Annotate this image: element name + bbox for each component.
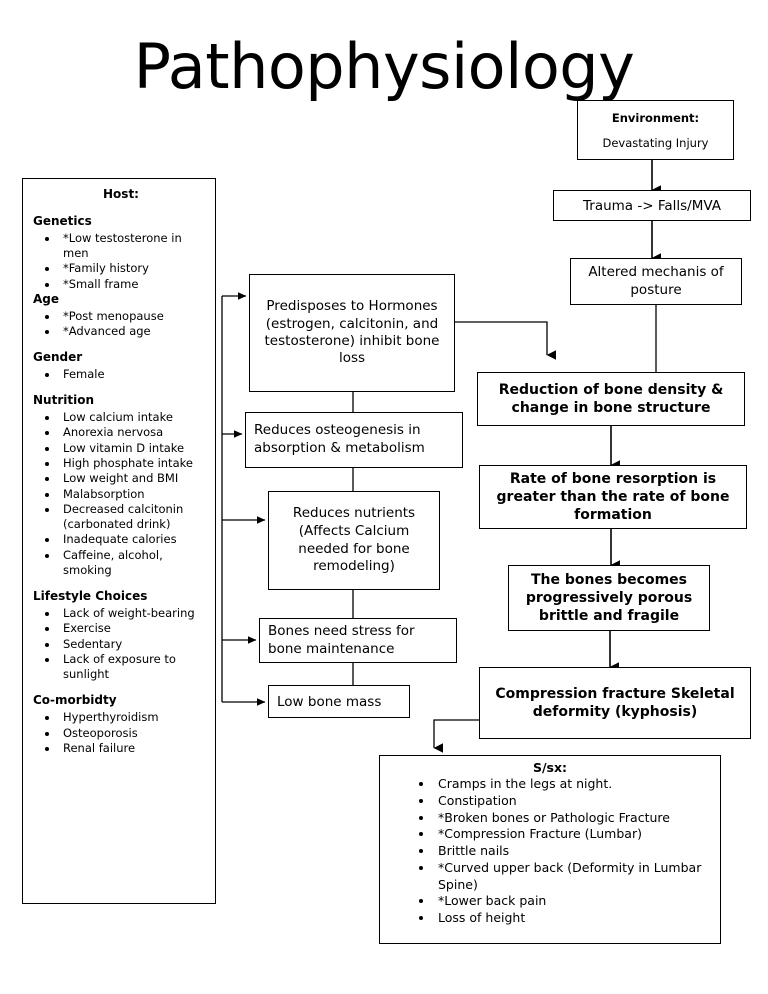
host-group-list: HyperthyroidismOsteoporosisRenal failure [33, 710, 209, 756]
signs-symptoms-title: S/sx: [532, 760, 568, 775]
list-item: Low vitamin D intake [59, 441, 209, 456]
predisposes-hormones-box: Predisposes to Hormones (estrogen, calci… [249, 274, 455, 392]
elbow-compression-ssx [433, 719, 479, 753]
list-item: Brittle nails [434, 843, 714, 860]
list-item: High phosphate intake [59, 456, 209, 471]
host-group-heading: Lifestyle Choices [33, 589, 148, 604]
bones-need-stress-text: Bones need stress for bone maintenance [268, 622, 415, 657]
list-item: Osteoporosis [59, 726, 209, 741]
host-group-heading: Co-morbidty [33, 693, 117, 708]
altered-posture-text: Altered mechanis of posture [588, 263, 724, 298]
low-bone-mass-text: Low bone mass [277, 693, 382, 710]
list-item: Anorexia nervosa [59, 425, 209, 440]
host-group-list: *Post menopause*Advanced age [33, 309, 209, 340]
list-item: Lack of weight-bearing [59, 606, 209, 621]
host-group-list: *Low testosterone in men*Family history*… [33, 231, 209, 292]
list-item: Caffeine, alcohol, smoking [59, 548, 209, 579]
host-group-list: Female [33, 367, 209, 382]
signs-symptoms-box: S/sx: Cramps in the legs at night.Consti… [379, 755, 721, 944]
reduces-osteogenesis-text: Reduces osteogenesis in absorption & met… [254, 422, 425, 456]
list-item: Renal failure [59, 741, 209, 756]
host-title: Host: [103, 187, 139, 201]
reduces-osteogenesis-box: Reduces osteogenesis in absorption & met… [245, 412, 463, 468]
list-item: Cramps in the legs at night. [434, 776, 714, 793]
host-group-heading: Age [33, 291, 60, 306]
list-item: Decreased calcitonin (carbonated drink) [59, 502, 209, 533]
list-item: *Compression Fracture (Lumbar) [434, 826, 714, 843]
host-groups: Genetics *Low testosterone in men*Family … [33, 214, 209, 756]
reduces-nutrients-text: Reduces nutrients (Affects Calcium neede… [292, 505, 416, 575]
environment-subtitle: Devastating Injury [602, 135, 709, 150]
reduces-nutrients-box: Reduces nutrients (Affects Calcium neede… [268, 491, 440, 590]
bone-density-reduction-box: Reduction of bone density & change in bo… [477, 372, 745, 426]
list-item: Sedentary [59, 637, 209, 652]
list-item: Inadequate calories [59, 532, 209, 547]
brittle-bones-text: The bones becomes progressively porous b… [525, 571, 693, 625]
list-item: *Low testosterone in men [59, 231, 209, 262]
list-item: *Post menopause [59, 309, 209, 324]
list-item: Constipation [434, 793, 714, 810]
list-item: Low calcium intake [59, 410, 209, 425]
host-group-list: Lack of weight-bearingExerciseSedentaryL… [33, 606, 209, 682]
list-item: Hyperthyroidism [59, 710, 209, 725]
resorption-rate-box: Rate of bone resorption is greater than … [479, 465, 747, 529]
host-box: Host: Genetics *Low testosterone in men*F… [22, 178, 216, 904]
altered-posture-box: Altered mechanis of posture [570, 258, 742, 305]
page-title: Pathophysiology [133, 30, 635, 103]
host-group-heading: Gender [33, 350, 83, 365]
trauma-text: Trauma -> Falls/MVA [583, 197, 721, 214]
list-item: *Family history [59, 261, 209, 276]
list-item: Loss of height [434, 910, 714, 927]
bones-need-stress-box: Bones need stress for bone maintenance [259, 618, 457, 663]
host-group-heading: Genetics [33, 213, 92, 228]
compression-fracture-text: Compression fracture Skeletal deformity … [495, 685, 735, 720]
brittle-bones-box: The bones becomes progressively porous b… [508, 565, 710, 631]
predisposes-text: Predisposes to Hormones (estrogen, calci… [264, 298, 440, 367]
list-item: Lack of exposure to sunlight [59, 652, 209, 683]
list-item: *Broken bones or Pathologic Fracture [434, 810, 714, 827]
list-item: Female [59, 367, 209, 382]
compression-fracture-box: Compression fracture Skeletal deformity … [479, 667, 751, 739]
trauma-box: Trauma -> Falls/MVA [553, 190, 751, 221]
list-item: *Advanced age [59, 324, 209, 339]
list-item: Malabsorption [59, 487, 209, 502]
resorption-rate-text: Rate of bone resorption is greater than … [496, 470, 730, 524]
list-item: *Curved upper back (Deformity in Lumbar … [434, 860, 714, 894]
list-item: Low weight and BMI [59, 471, 209, 486]
list-item: Exercise [59, 621, 209, 636]
environment-title: Environment: [611, 110, 700, 125]
low-bone-mass-box: Low bone mass [268, 685, 410, 718]
host-group-heading: Nutrition [33, 393, 94, 408]
list-item: *Small frame [59, 277, 209, 292]
signs-symptoms-list: Cramps in the legs at night.Constipation… [386, 776, 714, 927]
list-item: *Lower back pain [434, 893, 714, 910]
host-group-list: Low calcium intakeAnorexia nervosaLow vi… [33, 410, 209, 578]
bone-density-reduction-text: Reduction of bone density & change in bo… [498, 381, 724, 416]
environment-box: Environment: Devastating Injury [577, 100, 734, 160]
elbow-predisposes-reduction [455, 321, 557, 360]
